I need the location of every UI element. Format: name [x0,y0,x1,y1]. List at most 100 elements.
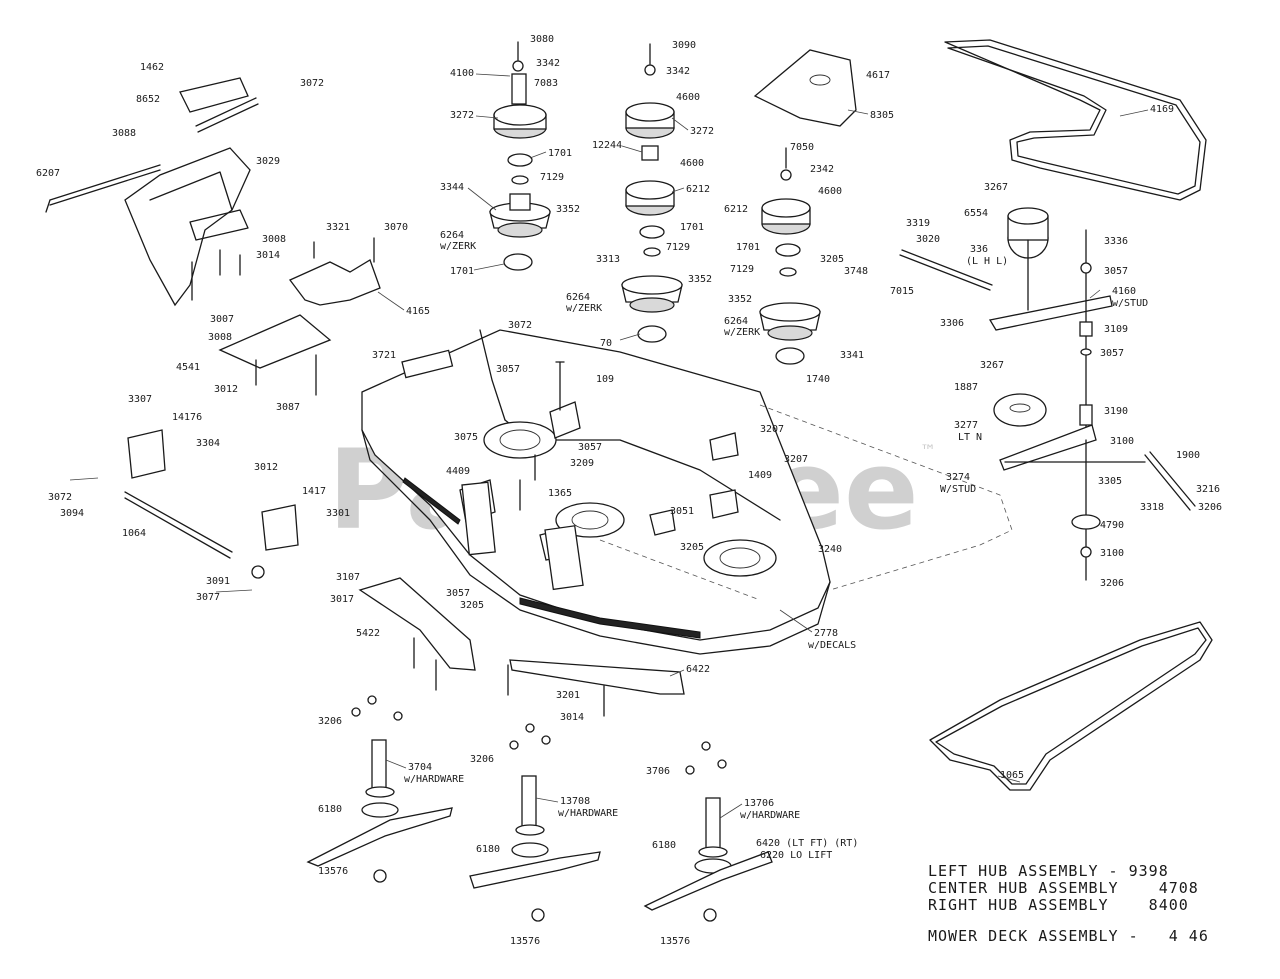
label: 3306 [940,318,964,329]
label: 13576 [510,936,540,947]
label: 3057 [446,588,470,599]
label: 1887 [954,382,978,393]
label: 3206 [318,716,342,727]
label: 3012 [214,384,238,395]
label: 3318 [1140,502,1164,513]
leader-lines [69,73,1149,819]
label: 3272 [450,110,474,121]
watermark-trademark: ™ [920,441,936,460]
idler-arm-assembly [899,207,1196,581]
label: w/ZERK [440,241,476,252]
label: W/STUD [940,484,976,495]
label: 3321 [326,222,350,233]
label: 7015 [890,286,914,297]
label: 3319 [906,218,930,229]
label: 3190 [1104,406,1128,417]
label: 3344 [440,182,464,193]
label: 13706 [744,798,774,809]
label: w/ZERK [724,327,760,338]
label: 3100 [1100,548,1124,559]
label: 3342 [536,58,560,69]
label: 3272 [690,126,714,137]
label: 3057 [1100,348,1124,359]
label: 3072 [508,320,532,331]
label: 3107 [336,572,360,583]
label: 7129 [666,242,690,253]
label: 3704 [408,762,432,773]
label: 3267 [984,182,1008,193]
label: 7129 [540,172,564,183]
label: 3207 [760,424,784,435]
hardware-bolts [191,237,727,775]
label: 6180 [476,844,500,855]
spindle-right [643,797,773,922]
label: 6554 [964,208,988,219]
label: 4160 [1112,286,1136,297]
label: 3020 [916,234,940,245]
label: 5422 [356,628,380,639]
label: 1409 [748,470,772,481]
upper-belt [944,39,1207,201]
label: 4600 [680,158,704,169]
label: 3313 [596,254,620,265]
label: 6212 [724,204,748,215]
label: 3206 [470,754,494,765]
label: w/ZERK [566,303,602,314]
label: 1065 [1000,770,1024,781]
label: 4617 [866,70,890,81]
label: 4600 [818,186,842,197]
label: 3017 [330,594,354,605]
label: 109 [596,374,614,385]
label: 3301 [326,508,350,519]
label: 3109 [1104,324,1128,335]
label: 3267 [980,360,1004,371]
label: 3206 [1100,578,1124,589]
label: 13708 [560,796,590,807]
label: 3088 [112,128,136,139]
label: 7050 [790,142,814,153]
label: 3205 [460,600,484,611]
label: 3352 [556,204,580,215]
label: w/DECALS [808,640,856,651]
label: 3205 [680,542,704,553]
label: 3201 [556,690,580,701]
label: 13576 [660,936,690,947]
label: 3072 [48,492,72,503]
label: 1900 [1176,450,1200,461]
label: 3352 [728,294,752,305]
label: 3207 [784,454,808,465]
label: 6264 [724,316,748,327]
label: 3087 [276,402,300,413]
mower-deck-shell [361,329,1013,655]
center-hub-assembly [621,43,857,343]
label: w/STUD [1112,298,1148,309]
label: w/HARDWARE [558,808,618,819]
label: 1701 [548,148,572,159]
label: 3057 [578,442,602,453]
label: 3209 [570,458,594,469]
label: 3090 [672,40,696,51]
label: 3342 [666,66,690,77]
label: 6420 (LT FT) (RT) [756,838,858,849]
label: 3072 [300,78,324,89]
label: 3077 [196,592,220,603]
label: 3057 [496,364,520,375]
label: 3051 [670,506,694,517]
label: 1462 [140,62,164,73]
left-hub-assembly [489,41,551,271]
label: 4100 [450,68,474,79]
label: 8652 [136,94,160,105]
label: 4790 [1100,520,1124,531]
label: 3080 [530,34,554,45]
label: 4541 [176,362,200,373]
label: 3206 [1198,502,1222,513]
label: 6212 [686,184,710,195]
right-hub-assembly-label: RIGHT HUB ASSEMBLY 8400 [928,896,1189,914]
label: 3341 [840,350,864,361]
label: 6220 LO LIFT [760,850,832,861]
label: 2778 [814,628,838,639]
left-hub-assembly-label: LEFT HUB ASSEMBLY - 9398 [928,862,1169,880]
label: 7129 [730,264,754,275]
